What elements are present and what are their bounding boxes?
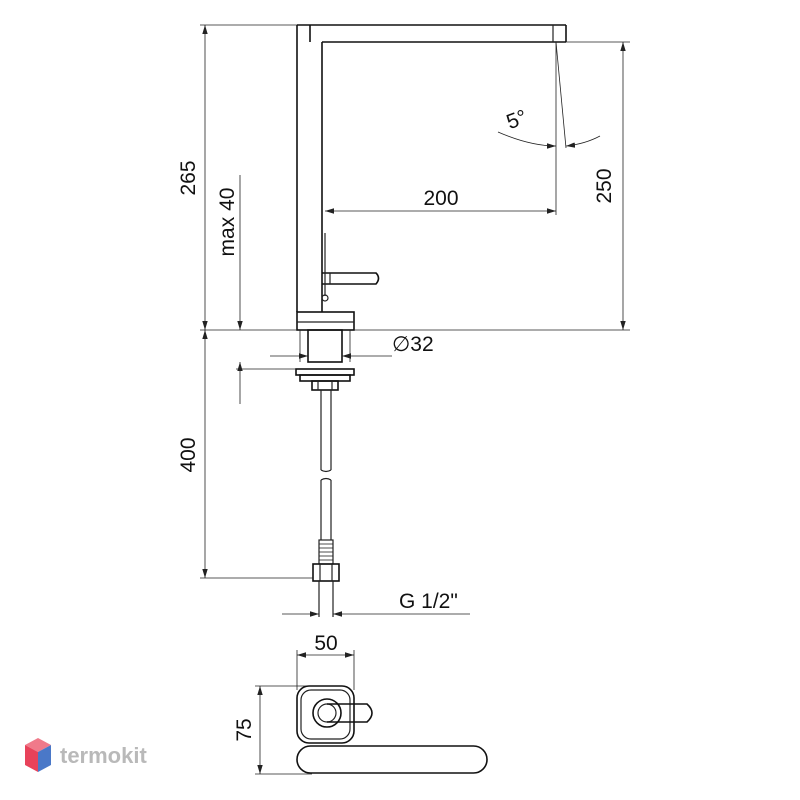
nut-stem [311,380,339,391]
label-base-depth: 75 [233,718,256,741]
label-total-height: 265 [177,160,200,195]
dimension-lines [200,24,630,775]
dimension-labels: 265 max 40 250 200 5° ∅32 400 G 1/2" 50 … [177,106,616,742]
hose-break-bottom [320,477,332,481]
faucet-body [295,24,567,617]
column-outer-circle [312,698,342,728]
angle-arc-left [497,131,557,149]
base-collar [296,311,355,331]
base-plate [296,685,355,744]
logo-wordmark: termokit [60,743,147,768]
label-base-width: 50 [314,632,337,655]
hose-break-top [320,469,332,473]
logo-cube-icon [25,738,51,772]
hose-hex-nut [312,563,340,582]
spout-top [296,745,488,774]
termokit-logo: termokit [25,738,147,772]
lever-top [327,703,373,723]
faucet-top-view [296,685,488,774]
label-hose-length: 400 [177,437,200,472]
label-max-deck: max 40 [216,188,239,257]
label-swivel-angle: 5° [503,106,530,134]
fixing-washer [295,368,355,376]
angle-arc-right [565,135,601,148]
base-plate-inner [300,689,351,740]
label-spout-height: 250 [593,168,616,203]
label-spout-reach: 200 [423,187,458,210]
lever-handle [322,272,380,285]
fixing-nut [299,374,351,382]
column-inner-circle [317,703,337,723]
lever-pin [321,294,329,302]
angle-ray [555,41,567,149]
shank [307,329,343,363]
label-thread: G 1/2" [399,590,458,613]
label-base-diameter: ∅32 [392,333,434,356]
